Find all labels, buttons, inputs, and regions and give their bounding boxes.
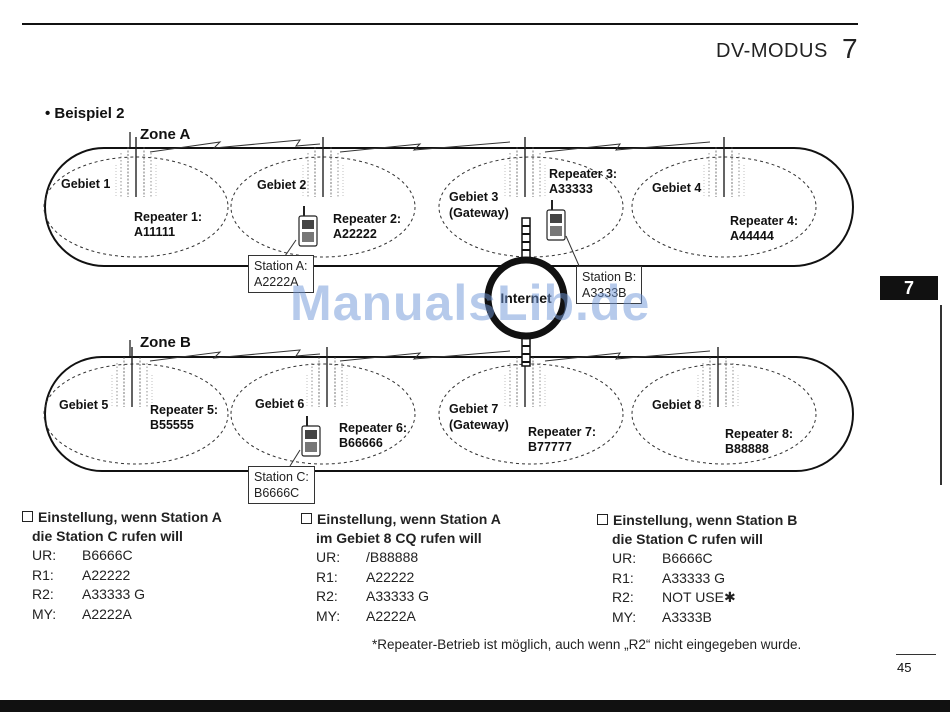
internet-label: Internet xyxy=(500,290,552,306)
footer-rule xyxy=(896,654,936,655)
settings-2-row-my: MY:A2222A xyxy=(316,607,416,624)
settings-3-heading: Einstellung, wenn Station B xyxy=(597,511,857,530)
area-label-4: Gebiet 4 xyxy=(652,181,702,195)
area-label-7: Gebiet 7 xyxy=(449,402,499,416)
settings-1-row-ur: UR:B6666C xyxy=(32,547,133,563)
settings-3-heading-2: die Station C rufen will xyxy=(612,531,763,547)
settings-2-row-ur: UR:/B88888 xyxy=(316,549,419,565)
settings-3-row-my: MY:A3333B xyxy=(612,608,712,625)
repeater-8: Repeater 8:B88888 xyxy=(725,427,794,456)
chapter-tab: 7 xyxy=(880,276,938,300)
zone-a-shape xyxy=(43,132,854,267)
area-label-5: Gebiet 5 xyxy=(59,398,109,412)
settings-3-row-r1: R1:A33333 G xyxy=(612,569,726,586)
settings-2-heading: Einstellung, wenn Station A xyxy=(301,510,571,529)
settings-2-heading-2: im Gebiet 8 CQ rufen will xyxy=(316,530,482,546)
area-label-7-gateway: (Gateway) xyxy=(449,418,509,432)
settings-2-row-r1: R1:A22222 xyxy=(316,568,415,585)
footnote: *Repeater-Betrieb ist möglich, auch wenn… xyxy=(372,637,802,652)
settings-1-row-my: MY:A2222A xyxy=(32,605,132,622)
zone-b-label: Zone B xyxy=(140,334,191,351)
station-a-box: Station A:A2222A xyxy=(248,255,314,293)
settings-1-heading: Einstellung, wenn Station A xyxy=(22,508,282,527)
settings-block-1: Einstellung, wenn Station A die Station … xyxy=(22,508,282,624)
repeater-3: Repeater 3:A33333 xyxy=(549,167,618,196)
right-edge-line xyxy=(940,305,942,485)
checkbox-icon xyxy=(301,513,312,524)
repeater-5: Repeater 5:B55555 xyxy=(150,403,219,432)
header-rule xyxy=(22,23,858,25)
repeater-4: Repeater 4:A44444 xyxy=(730,214,799,243)
station-c-box: Station C:B6666C xyxy=(248,466,315,504)
network-diagram xyxy=(43,132,854,472)
settings-1-heading-2: die Station C rufen will xyxy=(32,528,183,544)
repeater-1: Repeater 1:A11111 xyxy=(134,210,203,239)
station-b-box: Station B:A3333B xyxy=(576,266,643,304)
settings-3-row-ur: UR:B6666C xyxy=(612,550,713,566)
settings-1-row-r1: R1:A22222 xyxy=(32,566,131,583)
zone-b-shape xyxy=(43,340,854,472)
zone-a-label: Zone A xyxy=(140,126,191,143)
bottom-border xyxy=(0,700,950,712)
settings-3-row-r2: R2:NOT USE✱ xyxy=(612,589,736,605)
checkbox-icon xyxy=(597,514,608,525)
repeater-2: Repeater 2:A22222 xyxy=(333,212,402,241)
repeater-7: Repeater 7:B77777 xyxy=(528,425,597,454)
page-number: 45 xyxy=(897,660,912,675)
header-title: DV-MODUS xyxy=(716,40,828,62)
settings-block-3: Einstellung, wenn Station B die Station … xyxy=(597,511,857,627)
chapter-number: 7 xyxy=(842,33,858,64)
watermark: ManualsLib.de xyxy=(290,275,651,331)
area-label-3: Gebiet 3 xyxy=(449,190,499,204)
gateway-link xyxy=(521,217,531,367)
area-label-6: Gebiet 6 xyxy=(255,397,305,411)
area-label-2: Gebiet 2 xyxy=(257,178,307,192)
area-label-8: Gebiet 8 xyxy=(652,398,702,412)
settings-1-row-r2: R2:A33333 G xyxy=(32,586,146,602)
settings-2-row-r2: R2:A33333 G xyxy=(316,588,430,604)
repeater-6: Repeater 6:B66666 xyxy=(339,421,408,450)
settings-block-2: Einstellung, wenn Station A im Gebiet 8 … xyxy=(301,510,571,626)
area-label-1: Gebiet 1 xyxy=(61,177,111,191)
checkbox-icon xyxy=(22,511,33,522)
example-title: • Beispiel 2 xyxy=(45,105,125,122)
area-label-3-gateway: (Gateway) xyxy=(449,206,509,220)
